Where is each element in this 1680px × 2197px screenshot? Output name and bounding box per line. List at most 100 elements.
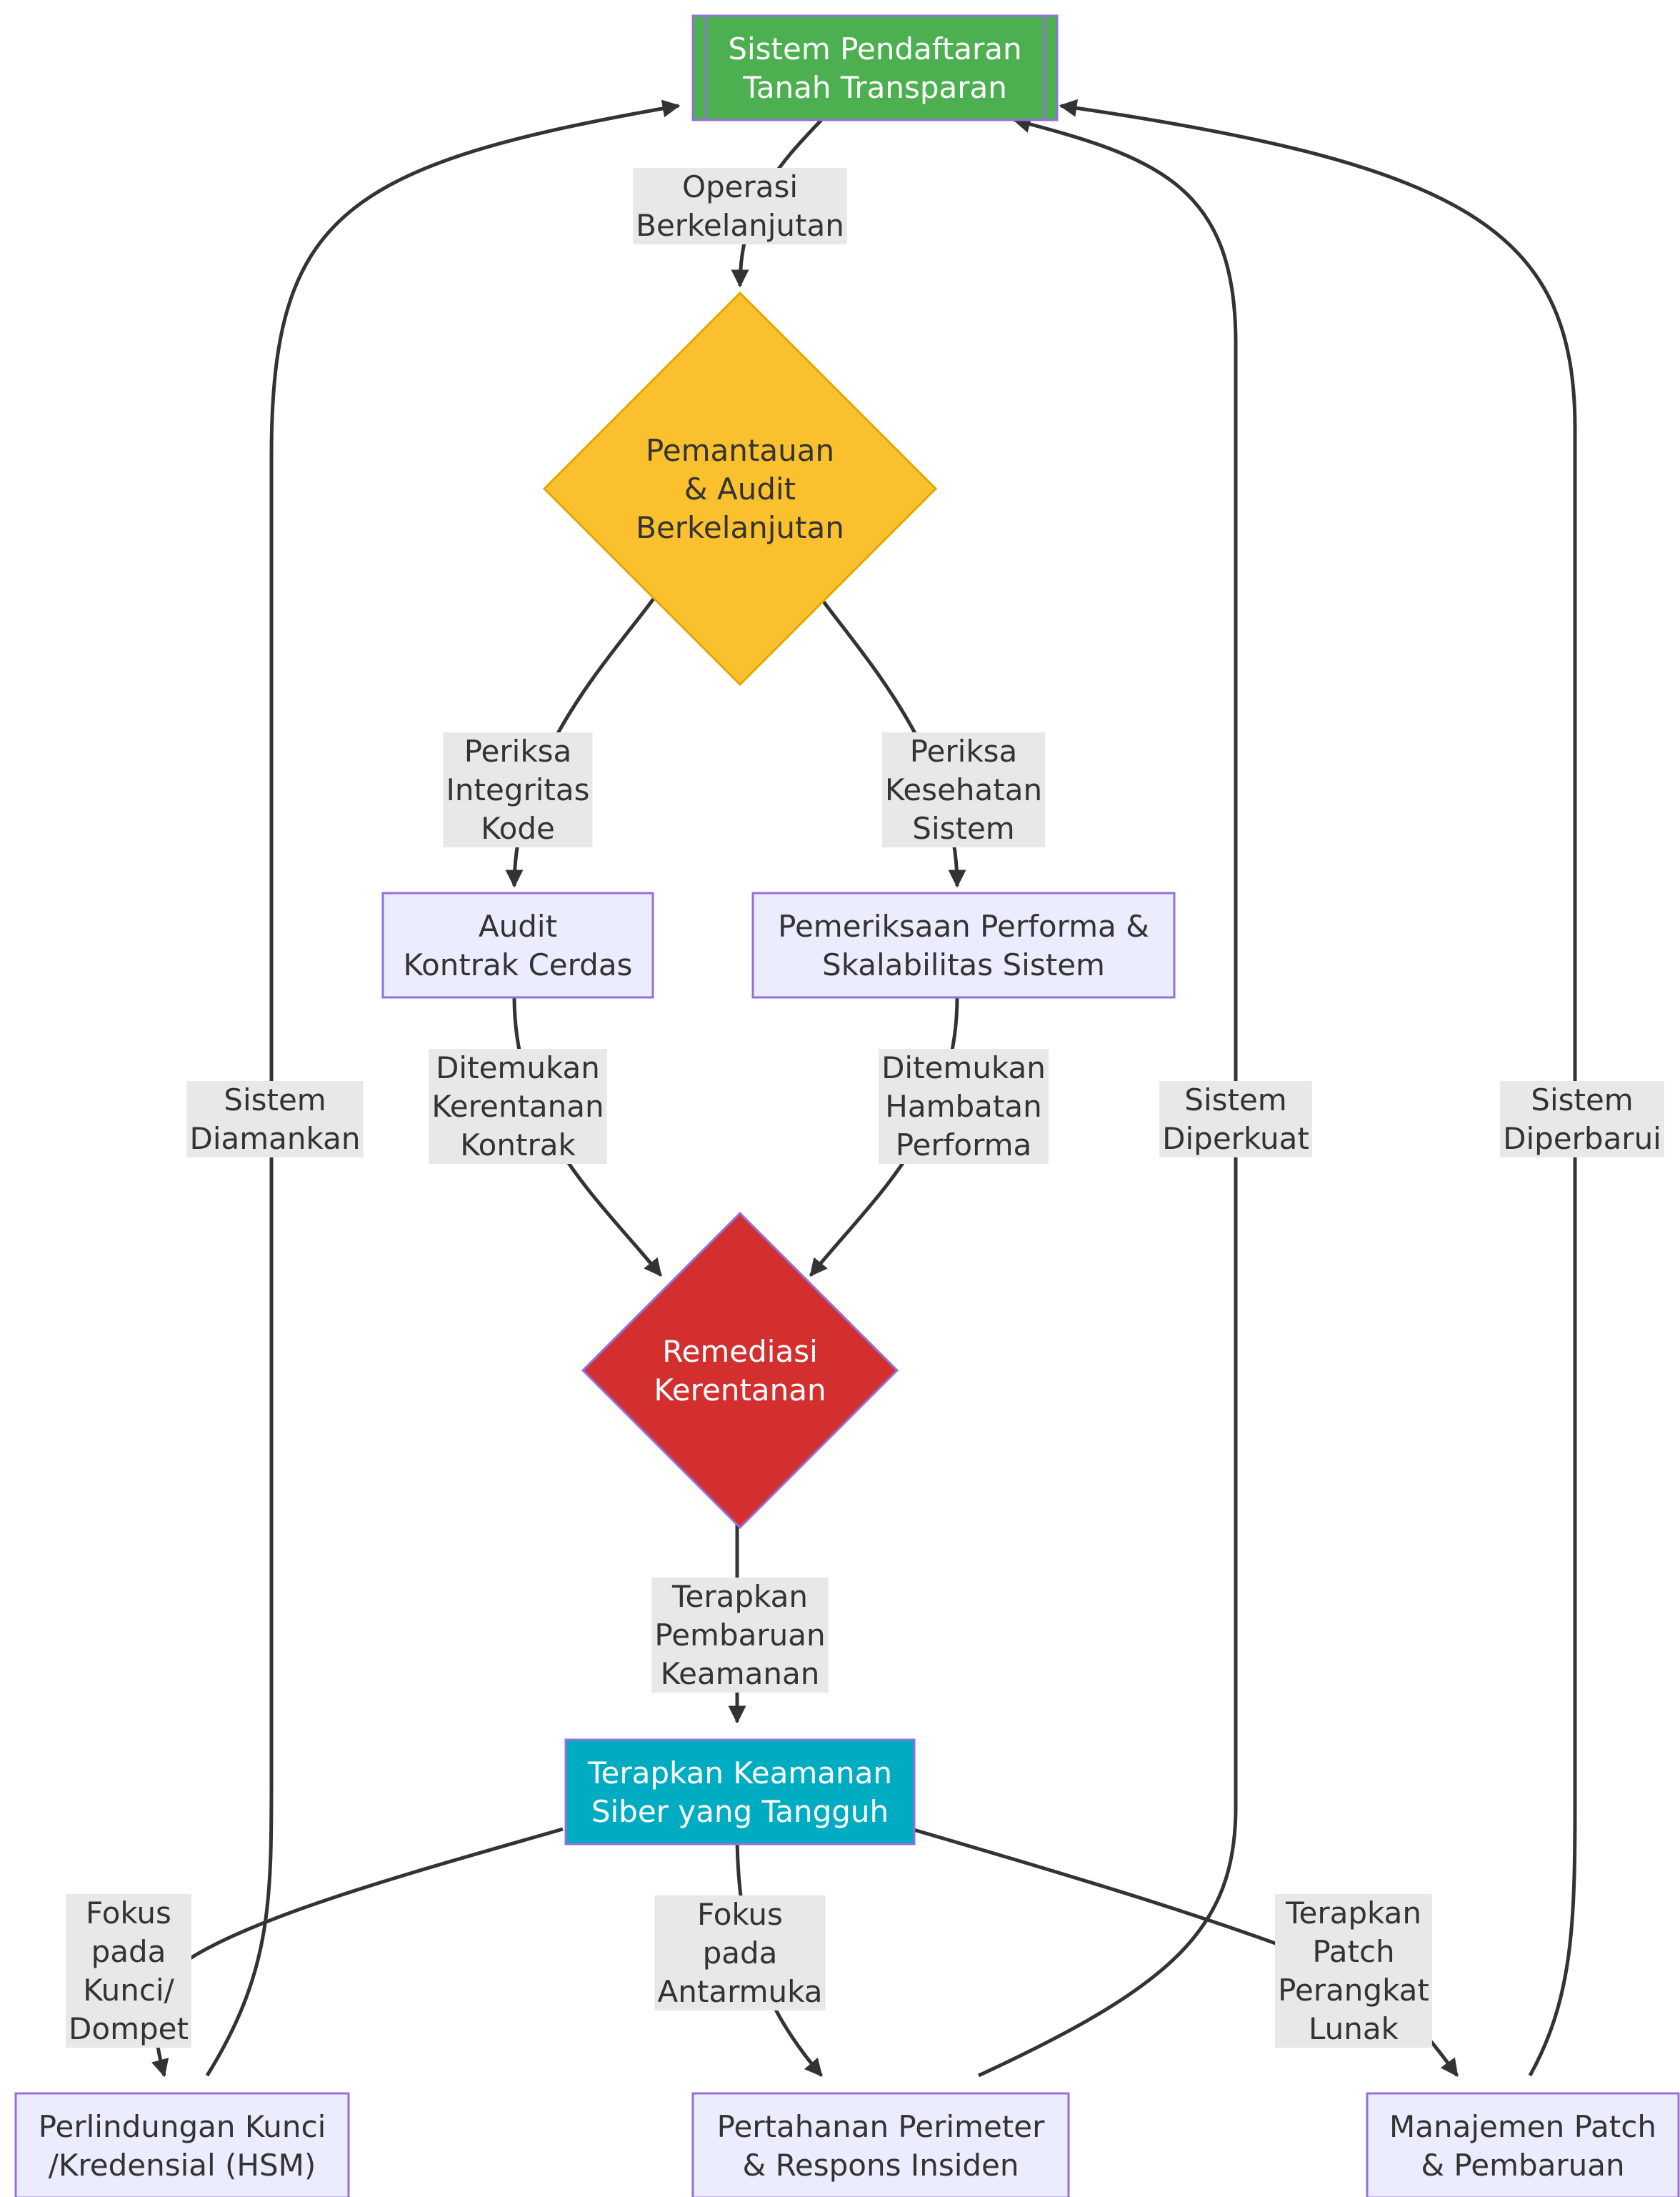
text-line: Pertahanan Perimeter bbox=[717, 2109, 1045, 2144]
text-line: /Kredensial (HSM) bbox=[49, 2148, 316, 2183]
text-line: Kontrak Cerdas bbox=[404, 947, 633, 982]
svg-text:Pertahanan Perimeter& Respons: Pertahanan Perimeter & Respons Insiden bbox=[717, 2109, 1045, 2183]
text-line: Kerentanan bbox=[654, 1372, 826, 1408]
svg-text:Perlindungan Kunci/Kredensial: Perlindungan Kunci/Kredensial (HSM) bbox=[39, 2109, 326, 2183]
text-line: Sistem bbox=[1531, 1082, 1633, 1117]
text-line: & Respons Insiden bbox=[742, 2148, 1019, 2183]
text-line: Terapkan Keamanan bbox=[587, 1755, 892, 1790]
text-line: Ditemukan bbox=[436, 1050, 600, 1085]
edge-hardened bbox=[977, 115, 1238, 2078]
edge-updated bbox=[1059, 99, 1577, 2077]
text-line: Sistem bbox=[224, 1082, 326, 1117]
text-line: Berkelanjutan bbox=[636, 208, 844, 243]
text-line: Berkelanjutan bbox=[636, 510, 844, 545]
text-line: Kunci/ bbox=[83, 1973, 174, 2008]
text-line: Terapkan bbox=[671, 1579, 808, 1614]
node-keys[interactable]: Perlindungan Kunci/Kredensial (HSM) bbox=[14, 2092, 350, 2197]
node-perimeter[interactable]: Pertahanan Perimeter & Respons Insiden bbox=[691, 2092, 1070, 2197]
text-line: Kesehatan bbox=[885, 772, 1042, 807]
svg-text:Pemeriksaan Performa &Skalabil: Pemeriksaan Performa &Skalabilitas Siste… bbox=[778, 909, 1149, 982]
text-line: Remediasi bbox=[662, 1334, 818, 1369]
text-line: Antarmuka bbox=[658, 1974, 823, 2009]
text-line: Performa bbox=[896, 1127, 1032, 1162]
edge-label-background bbox=[651, 1578, 829, 1693]
text-line: Sistem bbox=[912, 811, 1014, 846]
edge-label-background bbox=[879, 1049, 1049, 1164]
text-line: Kerentanan bbox=[431, 1089, 604, 1124]
text-line: Ditemukan bbox=[881, 1050, 1046, 1085]
text-line: Perangkat bbox=[1278, 1973, 1429, 2008]
edge-label-background bbox=[1159, 1081, 1312, 1157]
text-line: Pemantauan bbox=[646, 433, 834, 468]
text-line: Keamanan bbox=[661, 1656, 820, 1691]
text-line: Audit bbox=[479, 909, 557, 944]
text-line: Periksa bbox=[910, 734, 1018, 769]
text-line: Kode bbox=[481, 811, 555, 846]
text-line: Lunak bbox=[1309, 2011, 1399, 2046]
text-line: Hambatan bbox=[885, 1089, 1041, 1124]
text-line: Integritas bbox=[446, 772, 590, 807]
text-line: Pembaruan bbox=[654, 1618, 825, 1653]
text-line: Dompet bbox=[69, 2011, 189, 2046]
edge-label-background bbox=[443, 732, 593, 847]
text-line: & Audit bbox=[684, 472, 796, 507]
text-line: Manajemen Patch bbox=[1389, 2109, 1656, 2144]
text-line: pada bbox=[703, 1936, 778, 1971]
text-line: Operasi bbox=[682, 169, 798, 204]
edge-secured bbox=[205, 99, 681, 2077]
edge-label-background bbox=[881, 732, 1046, 847]
text-line: Periksa bbox=[464, 734, 572, 769]
text-line: Terapkan bbox=[1285, 1895, 1421, 1931]
text-line: pada bbox=[91, 1934, 166, 1969]
text-line: Kontrak bbox=[460, 1127, 576, 1162]
text-line: Diperbarui bbox=[1503, 1121, 1661, 1156]
text-line: Sistem bbox=[1184, 1082, 1286, 1117]
svg-text:Manajemen Patch& Pembaruan: Manajemen Patch & Pembaruan bbox=[1389, 2109, 1656, 2183]
node-perf[interactable]: Pemeriksaan Performa &Skalabilitas Siste… bbox=[751, 892, 1176, 999]
text-line: Pemeriksaan Performa & bbox=[778, 909, 1149, 944]
text-line: & Pembaruan bbox=[1421, 2148, 1624, 2183]
node-patch[interactable]: Manajemen Patch & Pembaruan bbox=[1366, 2092, 1680, 2197]
edge-label-background bbox=[654, 1895, 826, 2011]
edge-focus-keys bbox=[151, 1827, 564, 2078]
text-line: Fokus bbox=[86, 1895, 171, 1931]
edge-label-background bbox=[1500, 1081, 1664, 1157]
text-line: Diperkuat bbox=[1162, 1121, 1309, 1156]
edge-label-background bbox=[1275, 1894, 1432, 2048]
text-line: Siber yang Tangguh bbox=[591, 1794, 889, 1829]
text-line: Patch bbox=[1312, 1934, 1394, 1969]
text-line: Skalabilitas Sistem bbox=[822, 947, 1105, 982]
text-line: Sistem Pendaftaran bbox=[728, 31, 1021, 66]
text-line: Diamankan bbox=[190, 1121, 361, 1156]
text-line: Tanah Transparan bbox=[742, 70, 1007, 105]
